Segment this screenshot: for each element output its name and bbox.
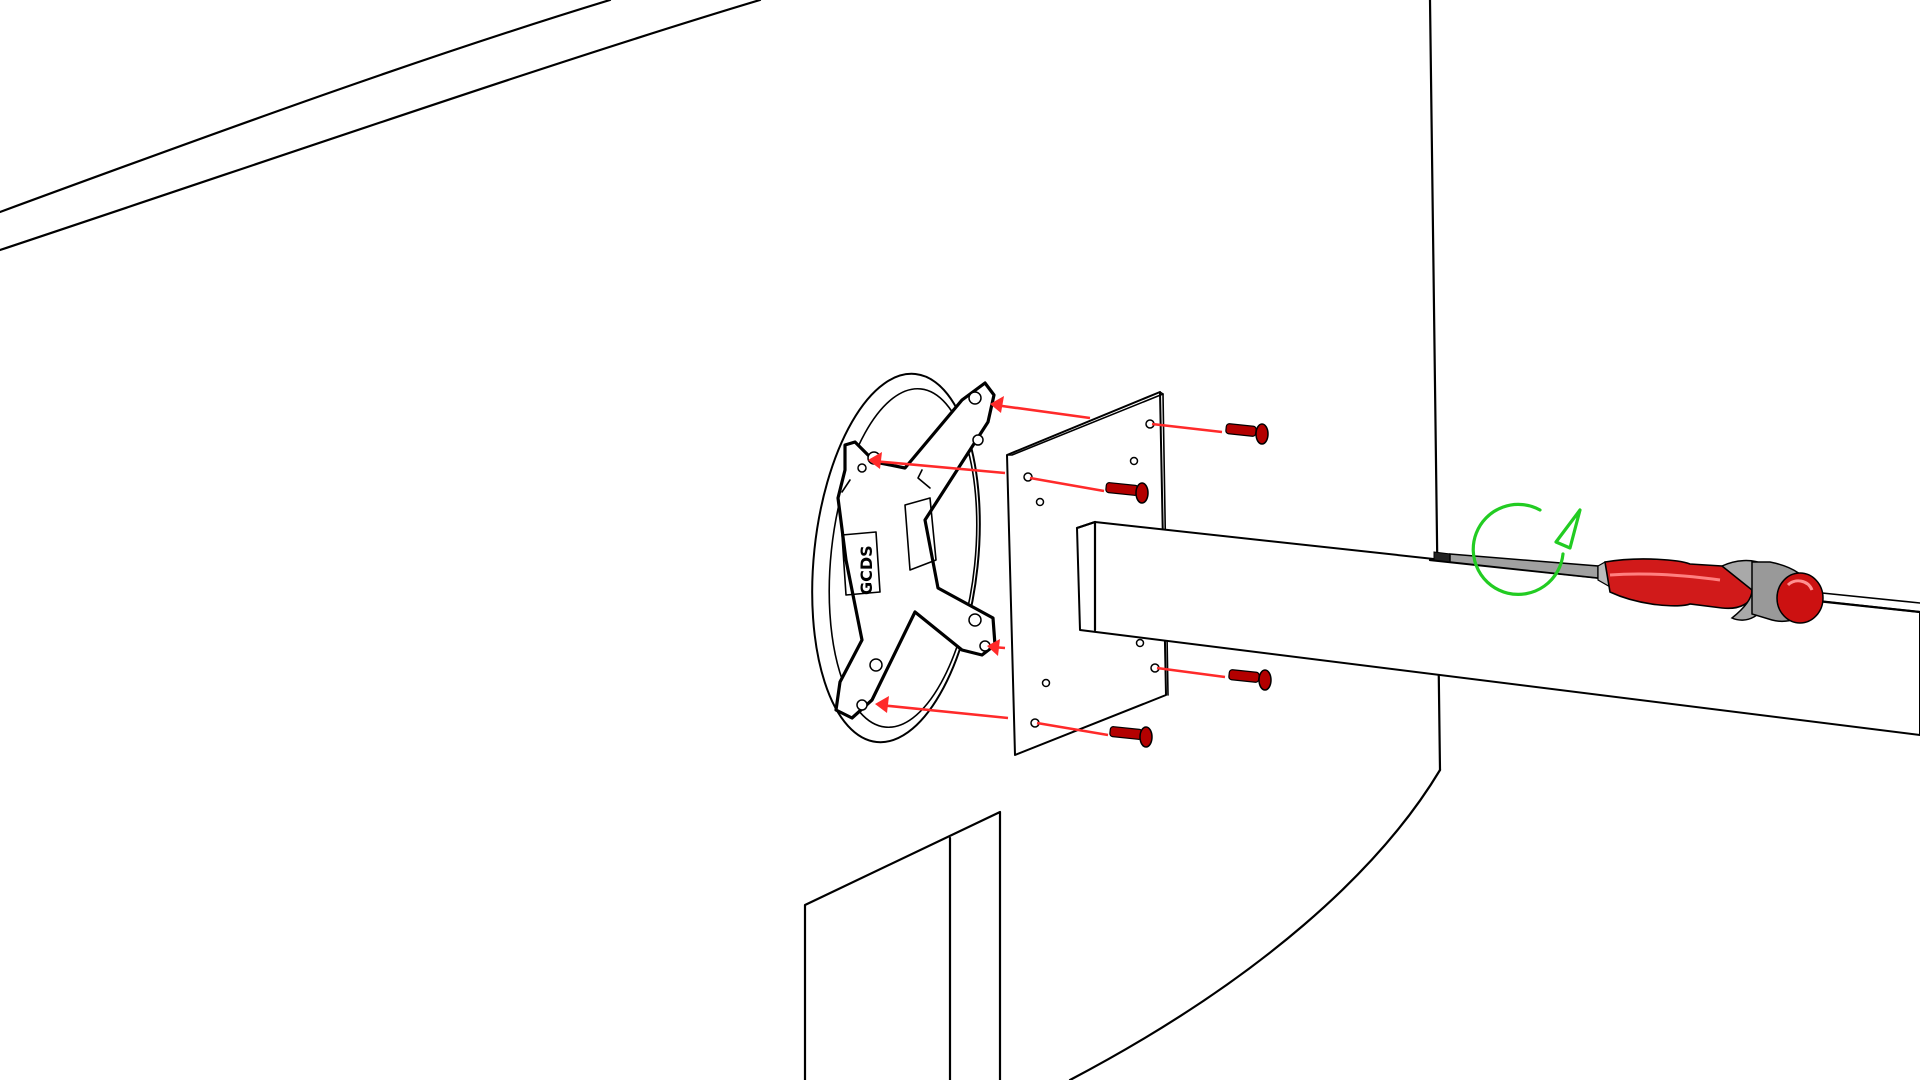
stand-arm xyxy=(1075,520,1920,736)
assembly-arrow-head xyxy=(868,452,882,469)
mounting-screw xyxy=(1109,726,1153,748)
assembly-arrow-head xyxy=(987,639,1000,656)
screw-arrows xyxy=(1029,422,1226,737)
assembly-arrow xyxy=(879,703,1009,720)
screw-arrow xyxy=(1029,476,1105,493)
screw-arrow xyxy=(1156,666,1226,679)
mounting-screw xyxy=(1105,482,1149,504)
assembly-arrow xyxy=(872,459,1006,475)
bracket-emboss-text: GCDS xyxy=(857,545,876,595)
screwdriver xyxy=(1433,551,1824,624)
monitor-stand-base xyxy=(803,810,1002,1080)
assembly-arrow-head xyxy=(875,696,889,713)
monitor-back-panel xyxy=(0,0,1442,1080)
mounting-screw xyxy=(1228,669,1272,691)
screw-arrow xyxy=(1036,721,1109,737)
assembly-arrows xyxy=(868,396,1091,720)
round-mount-bracket: GCDS xyxy=(811,372,997,744)
mounting-screws xyxy=(1105,423,1272,748)
assembly-arrow-head xyxy=(990,396,1004,413)
rotation-clockwise-icon xyxy=(1471,502,1582,596)
mounting-screw xyxy=(1225,423,1269,445)
screw-arrow xyxy=(1151,422,1223,434)
assembly-arrow xyxy=(994,403,1091,420)
